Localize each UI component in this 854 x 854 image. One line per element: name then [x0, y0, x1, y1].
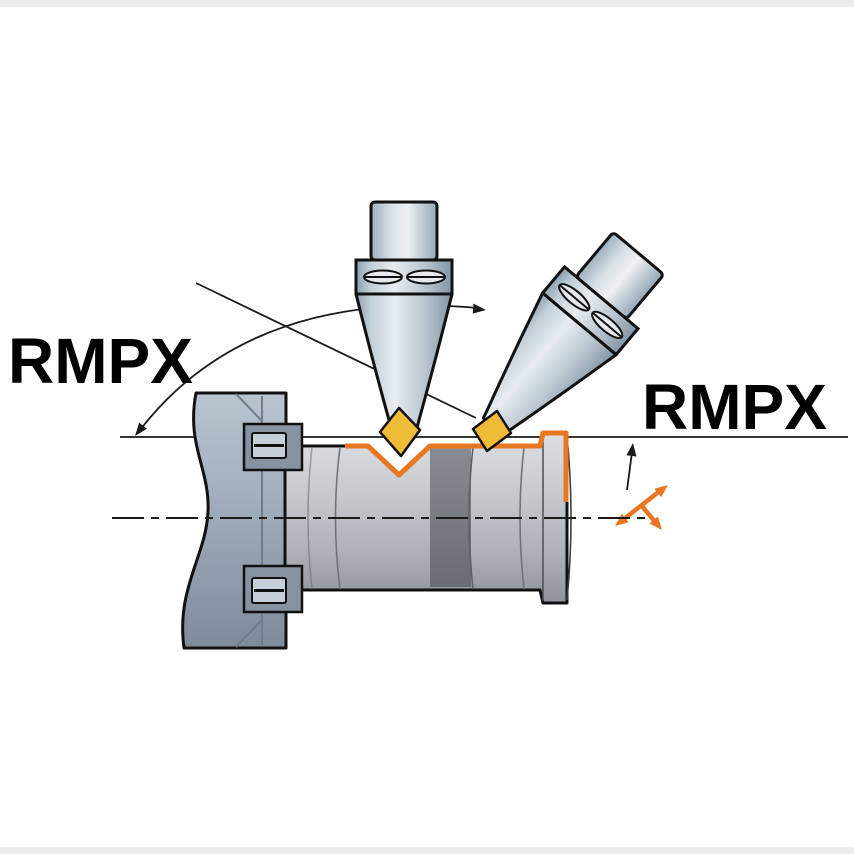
bottom-frame-band [0, 847, 854, 854]
feed-direction-arrows [615, 485, 668, 530]
tool-flange-slot-line [559, 284, 590, 311]
arc-arrowhead-top [472, 303, 486, 314]
vertical-toolholder [354, 200, 454, 430]
tool-flange-slot-line [592, 311, 623, 338]
workpiece-section-line-3 [468, 446, 474, 590]
feed-arrowhead-sw [615, 513, 629, 526]
right-angle-arrow-line [626, 451, 633, 491]
arc-arrowhead-bottom [135, 422, 147, 436]
feed-arrow-shaft-branch [639, 503, 658, 525]
vertical-tool-shank [369, 200, 439, 262]
right-angle-pointer [626, 443, 637, 491]
rmpx-label-right: RMPX [642, 371, 827, 443]
angled-toolholder [481, 232, 664, 437]
feed-arrowhead-ne [654, 485, 668, 498]
cutting-insert-right [471, 409, 513, 453]
angled-tool-shank [576, 232, 664, 319]
feed-arrowhead-se [649, 516, 662, 530]
top-frame-band [0, 0, 854, 7]
angle-reference-line [195, 282, 477, 419]
workpiece-section-line-1 [307, 446, 313, 590]
rmpx-label-left: RMPX [8, 325, 193, 397]
chuck-chamfer-line-bottom [235, 619, 263, 648]
chuck-jaws [242, 422, 304, 614]
cutting-insert-top [378, 406, 422, 458]
right-angle-arrowhead [626, 443, 637, 457]
chuck-chamfer-line-top [235, 393, 263, 422]
